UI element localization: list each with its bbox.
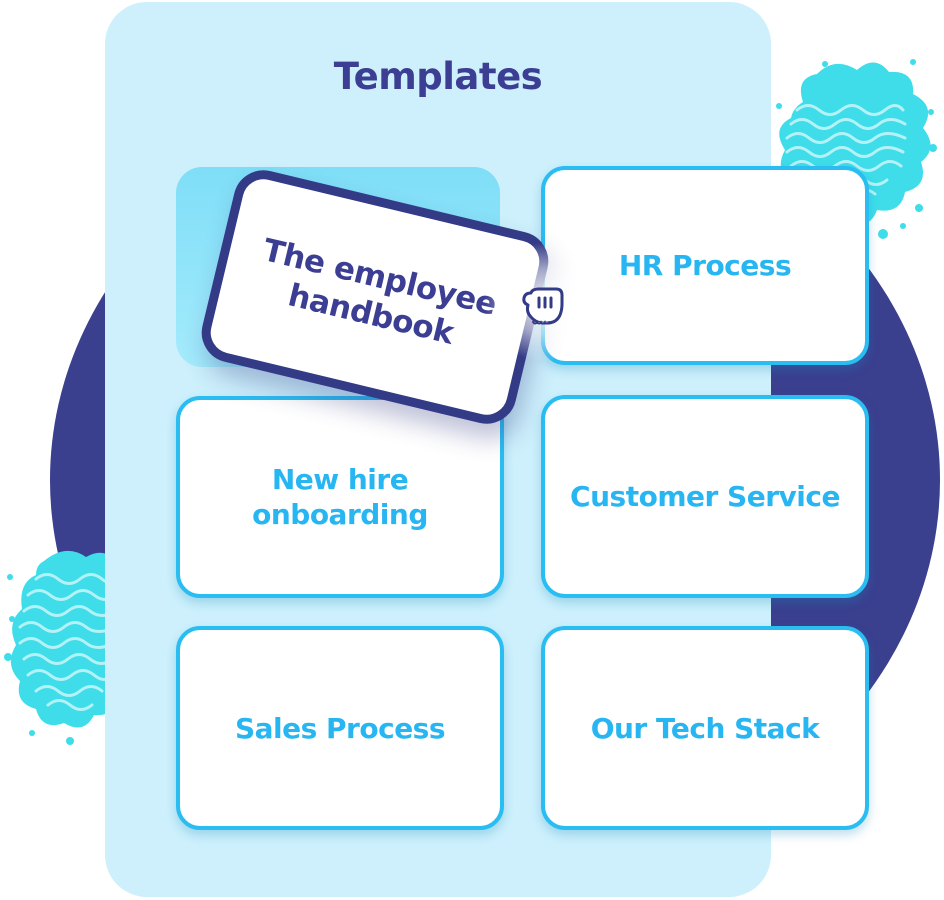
template-card-new-hire-onboarding[interactable]: New hire onboarding (176, 396, 504, 598)
page-title: Templates (333, 55, 543, 98)
dragged-card-label: The employee handbook (259, 232, 500, 352)
template-card-our-tech-stack[interactable]: Our Tech Stack (541, 626, 869, 830)
template-card-sales-process[interactable]: Sales Process (176, 626, 504, 830)
card-label: New hire onboarding (252, 463, 428, 531)
grab-cursor-icon (522, 287, 564, 325)
card-label: Sales Process (234, 711, 446, 745)
template-card-customer-service[interactable]: Customer Service (541, 395, 869, 598)
card-label: Customer Service (570, 480, 840, 513)
card-label: HR Process (618, 249, 792, 282)
template-card-hr-process[interactable]: HR Process (541, 166, 869, 365)
card-label: Our Tech Stack (590, 711, 820, 745)
